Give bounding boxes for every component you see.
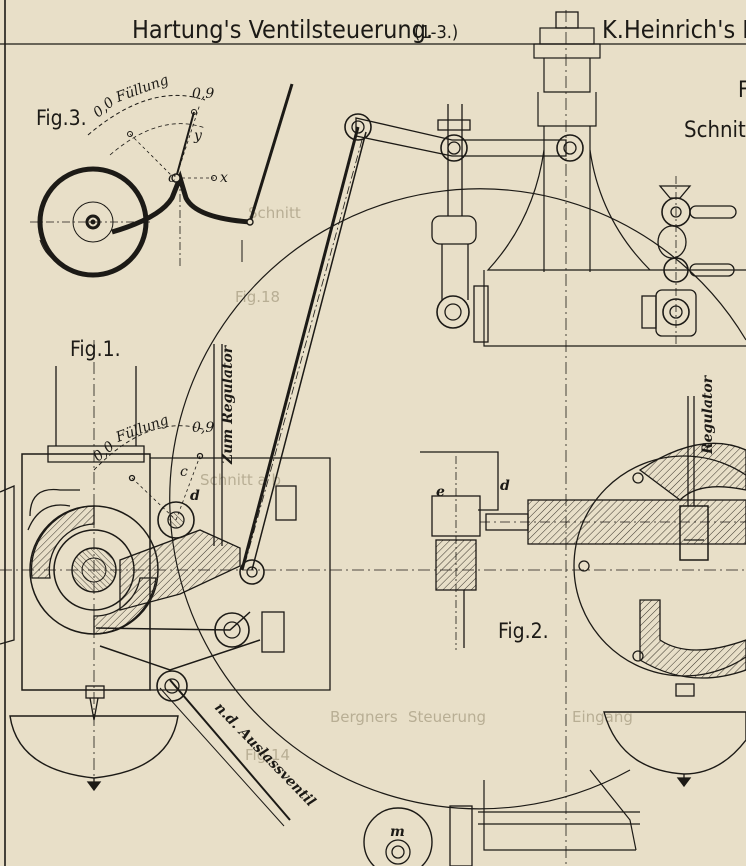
ghost-text-7: Eingang xyxy=(572,708,633,726)
fig2-point-e: e xyxy=(436,484,445,500)
regulator-label: Regulator xyxy=(700,374,716,455)
ghost-text-3: Schnitt a b xyxy=(200,471,281,489)
ghost-text-5: Bergners xyxy=(330,708,398,726)
plate-title-range: (1-3.) xyxy=(414,22,458,43)
fig3-label: Fig.3. xyxy=(36,106,87,130)
fig3-point-x: x xyxy=(220,170,228,186)
showthrough-text: Schnitt Fig.18 Schnitt a b Steuerung Ber… xyxy=(200,204,633,764)
plate-title-left: Hartung's Ventilsteuerung. xyxy=(132,15,433,44)
right-subtitle-1: F xyxy=(738,78,746,103)
fig2-drawing: Fig.2. Regulator e d m xyxy=(363,374,746,866)
fig3-mark-9: 0,9 xyxy=(192,86,214,102)
ghost-text-4: Steuerung xyxy=(408,708,486,726)
right-subtitle-2: Schnit xyxy=(684,118,746,143)
ghost-text-2: Fig.18 xyxy=(235,288,280,306)
fig3-point-c: c xyxy=(168,170,176,186)
plate-title-right: K.Heinrich's D xyxy=(602,15,746,44)
upper-linkage xyxy=(240,104,584,571)
fig2-point-m: m xyxy=(390,824,405,840)
fig3-point-y: y xyxy=(193,128,203,144)
fig2-label: Fig.2. xyxy=(498,619,549,643)
fig1-point-d: d xyxy=(190,488,200,504)
ghost-text-1: Schnitt xyxy=(248,204,301,222)
fig1-point-c: c xyxy=(180,464,188,480)
right-valve-assembly xyxy=(641,176,737,346)
fig1-mark-9: 0,9 xyxy=(192,420,214,436)
zum-regulator-label: Zum Regulator xyxy=(220,344,236,465)
ghost-text-6: Fig.14 xyxy=(245,746,290,764)
fig2-point-d: d xyxy=(500,478,510,494)
fig1-label: Fig.1. xyxy=(70,337,121,361)
